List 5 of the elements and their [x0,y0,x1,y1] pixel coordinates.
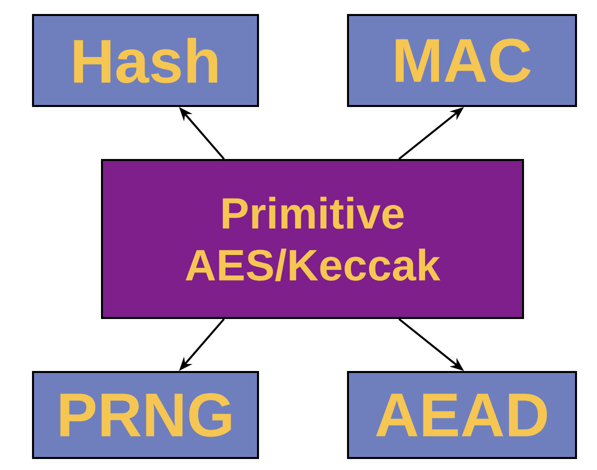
primitive-box: Primitive AES/Keccak [101,159,524,319]
application-box: PRNG [32,371,259,459]
application-box: AEAD [347,371,577,459]
application-box: Hash [32,14,259,107]
application-box: MAC [347,14,577,107]
